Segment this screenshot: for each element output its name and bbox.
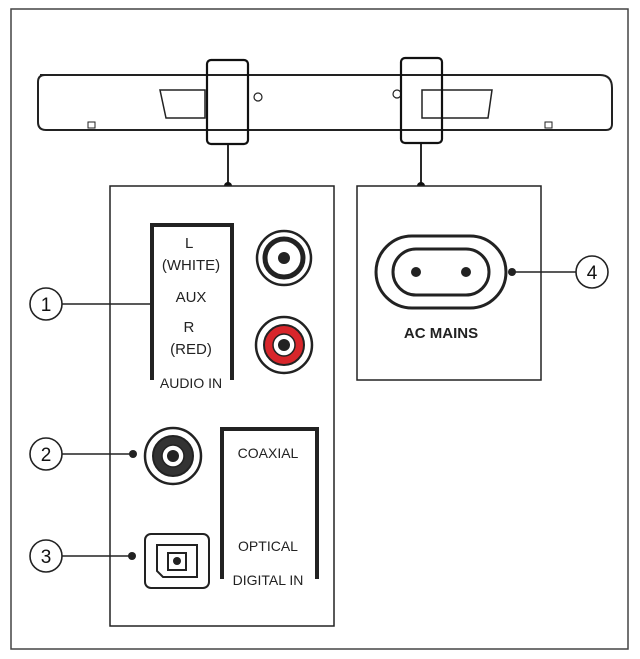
- label-white: (WHITE): [162, 257, 220, 274]
- callout-4: 4: [508, 255, 609, 289]
- audio-in-bracket: [150, 223, 234, 380]
- ac-mains-socket: [374, 234, 508, 310]
- label-l: L: [185, 235, 193, 252]
- label-optical: OPTICAL: [238, 538, 298, 554]
- label-ac-mains: AC MAINS: [404, 325, 478, 342]
- optical-jack: [144, 533, 210, 589]
- callout-1-number: 1: [41, 295, 52, 316]
- callout-4-number: 4: [587, 263, 598, 284]
- svg-text:L (WHITE): L (WHITE): [162, 235, 220, 274]
- coaxial-jack: [143, 426, 203, 486]
- callout-3: 3: [29, 539, 136, 573]
- callout-2: 2: [29, 437, 137, 471]
- label-coaxial: COAXIAL: [238, 445, 299, 461]
- label-audio-in: AUDIO IN: [160, 375, 222, 391]
- label-digital-in: DIGITAL IN: [233, 572, 304, 588]
- label-r: R: [183, 319, 194, 336]
- svg-text:R (RED): R (RED): [170, 319, 212, 358]
- soundbar-rear: [37, 74, 613, 131]
- label-red: (RED): [170, 341, 212, 358]
- digital-in-bracket: [220, 427, 319, 579]
- label-aux: AUX: [176, 289, 207, 306]
- callout-1: 1: [29, 287, 152, 321]
- callout-2-number: 2: [41, 445, 52, 466]
- rca-red-jack: [254, 315, 314, 375]
- callout-3-number: 3: [41, 547, 52, 568]
- rca-white-jack: [255, 229, 313, 287]
